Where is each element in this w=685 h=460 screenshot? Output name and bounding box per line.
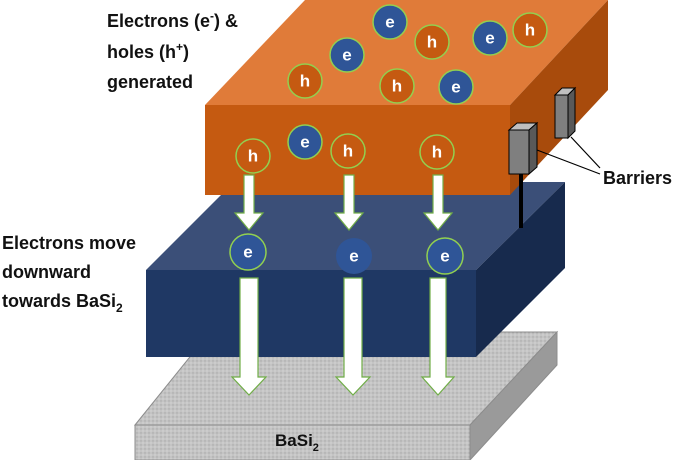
svg-text:h: h [525,21,535,40]
generated-label-line1: Electrons (e-) & [107,9,238,31]
barrier-block-1 [507,121,539,176]
barrier-pointer-1 [536,149,601,175]
barriers-label: Barriers [603,168,672,188]
move-label: Electrons move downward towards BaSi2 [2,233,136,315]
electron: e [329,37,365,73]
arrow-upper-2 [333,174,365,231]
svg-text:e: e [440,247,449,266]
arrow-lower-3 [420,277,456,396]
arrow-upper-1 [233,174,265,231]
basi2-layer-front [134,424,471,460]
basi2-label: BaSi2 [275,431,319,454]
electron: e [287,124,323,160]
generated-label-line2: holes (h+) [107,40,189,62]
hole: h [330,133,366,169]
arrow-lower-1 [230,277,268,396]
barrier-pointer-2 [570,136,601,169]
generated-label: Electrons (e-) & holes (h+) generated [107,9,238,92]
hole: h [235,138,271,174]
arrows-upper [233,174,454,231]
electron: e [472,20,508,56]
arrow-lower-2 [334,277,372,396]
svg-text:h: h [392,77,402,96]
transport-layer-front [146,270,476,357]
electron: e [372,4,408,40]
hole: h [287,63,323,99]
electron: e [336,238,372,274]
move-label-line1: Electrons move [2,233,136,253]
barriers [507,86,601,228]
svg-text:e: e [385,13,394,32]
holes: h h h h h h h [235,12,548,174]
svg-text:h: h [432,143,442,162]
svg-text:e: e [342,46,351,65]
move-label-line3: towards BaSi2 [2,291,123,315]
svg-text:e: e [451,78,460,97]
transport-layer-side [476,182,565,357]
hole: h [414,24,450,60]
arrow-upper-3 [422,174,454,231]
electron: e [438,69,474,105]
svg-text:e: e [349,247,358,266]
hole: h [419,134,455,170]
electron: e [229,233,267,271]
barrier-block-2 [553,86,577,140]
svg-text:h: h [248,147,258,166]
svg-text:h: h [343,142,353,161]
hole: h [512,12,548,48]
arrows-lower [230,277,456,396]
hole: h [379,68,415,104]
generated-label-line3: generated [107,72,193,92]
svg-text:e: e [243,243,252,262]
move-label-line2: downward [2,262,91,282]
svg-text:e: e [485,29,494,48]
electron: e [426,237,464,275]
svg-text:e: e [300,133,309,152]
svg-text:h: h [427,33,437,52]
electrons: e e e e e e e e [229,4,508,275]
svg-text:h: h [300,72,310,91]
